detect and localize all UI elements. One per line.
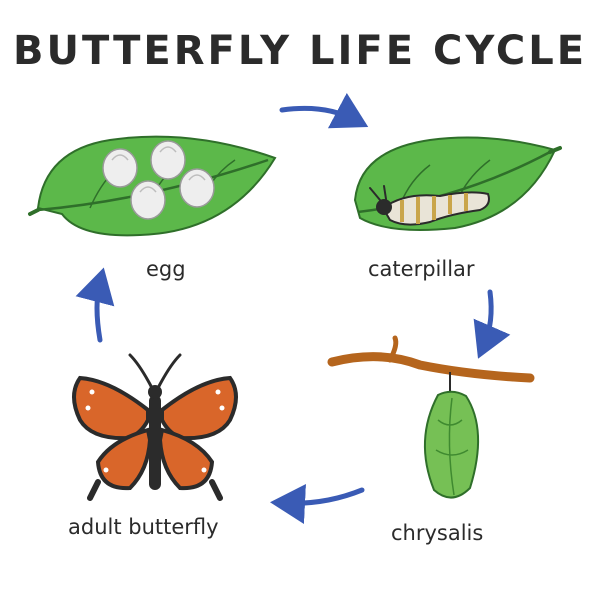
stage-label-chrysalis: chrysalis — [391, 521, 484, 545]
arrow-egg-to-caterpillar — [279, 92, 369, 129]
egg-cluster — [102, 140, 215, 220]
caterpillar-leaf-illustration — [353, 136, 562, 232]
arrow-caterpillar-to-chrysalis — [473, 289, 511, 359]
stage-label-egg: egg — [146, 257, 186, 281]
stage-label-caterpillar: caterpillar — [368, 257, 475, 281]
arrow-chrysalis-to-adult — [270, 484, 365, 524]
butterfly-illustration — [72, 353, 238, 501]
egg-leaf-illustration — [28, 135, 277, 237]
caterpillar-figure — [369, 185, 490, 226]
cycle-arrows — [75, 92, 511, 524]
diagram-title: BUTTERFLY LIFE CYCLE — [12, 28, 588, 74]
stage-label-adult-butterfly: adult butterfly — [68, 515, 219, 539]
chrysalis-illustration — [327, 335, 535, 499]
arrow-adult-to-egg — [75, 267, 115, 343]
